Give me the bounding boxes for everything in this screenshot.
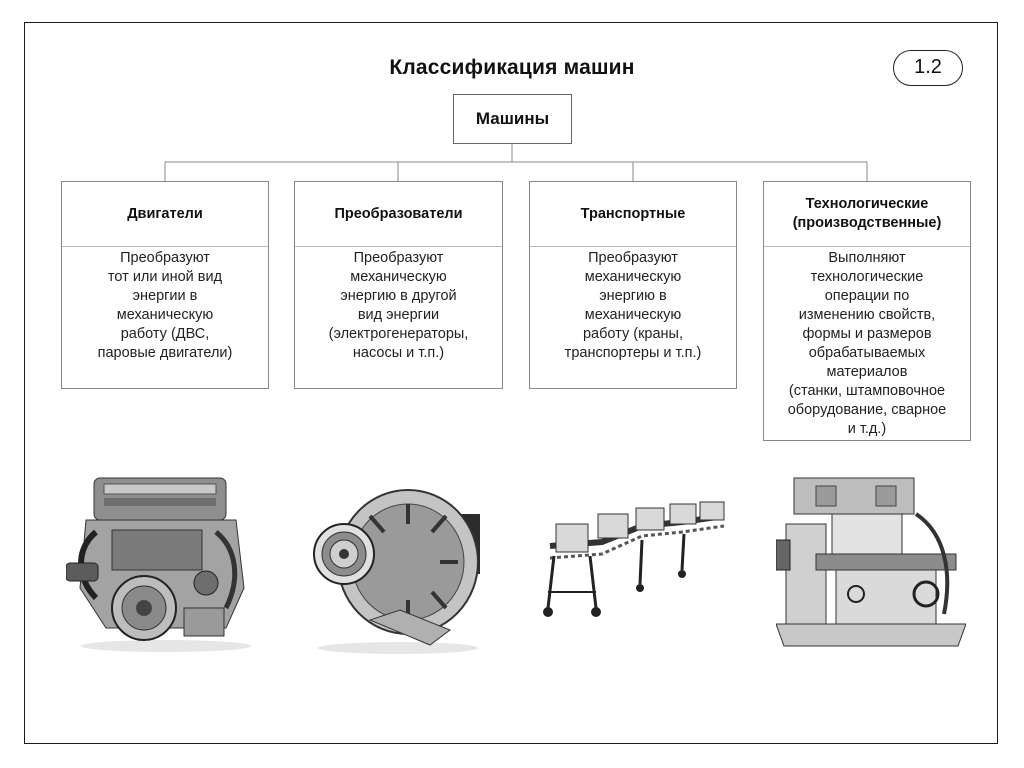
conveyor-illustration [543,501,725,617]
alternator-illustration [313,489,480,654]
category-title: Преобразователи [295,182,502,247]
category-title: Транспортные [530,182,736,247]
slide-title: Классификация машин [389,56,635,79]
category-title: Двигатели [62,182,268,247]
category-title: Технологические (производственные) [764,182,970,247]
slide-frame [24,22,998,744]
milling-machine-illustration [776,477,966,647]
category-card-technological: Технологические (производственные) Выпол… [763,181,971,441]
engine-illustration [66,477,251,652]
slide-number-badge: 1.2 [893,50,963,86]
root-node-machines: Машины [453,94,572,144]
